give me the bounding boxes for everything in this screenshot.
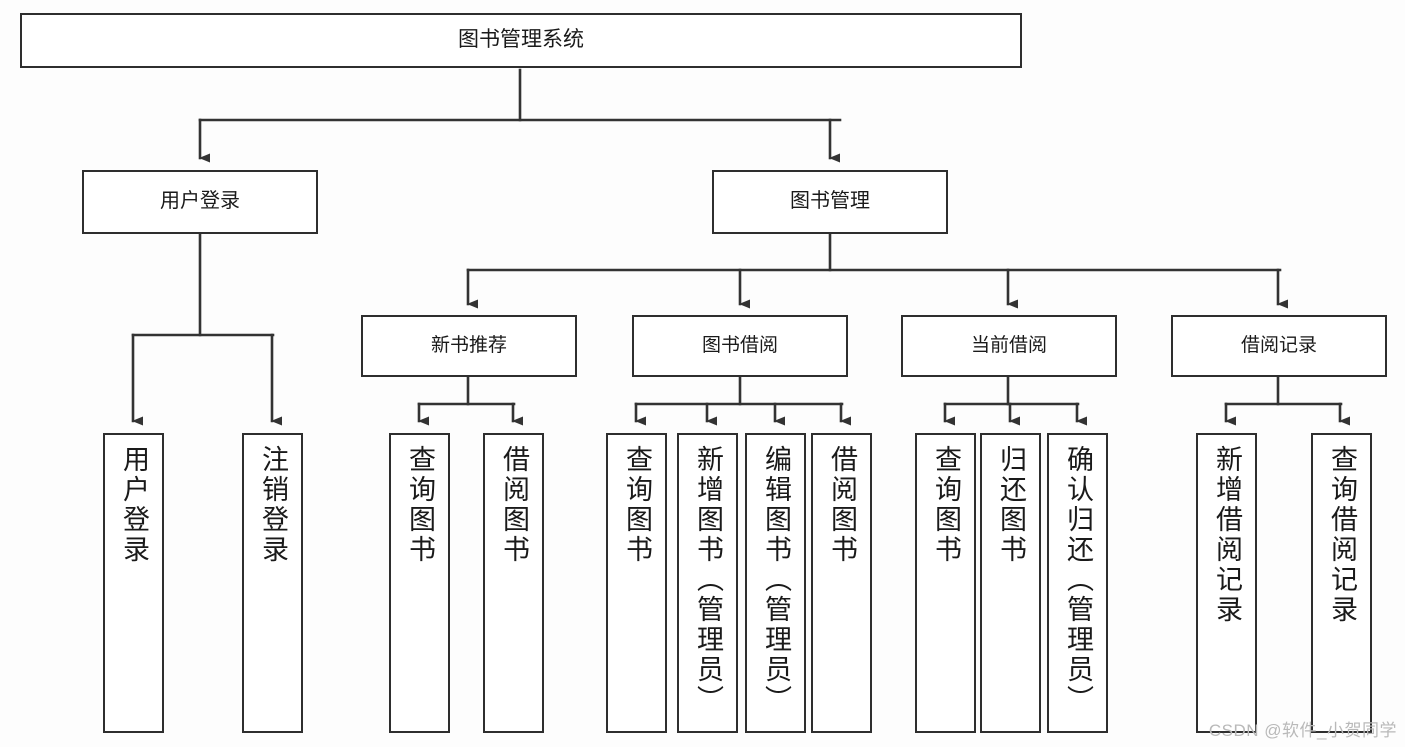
node-label: 借阅图书	[827, 445, 857, 565]
node-label: 当前借阅	[970, 334, 1047, 356]
leaf-return-book[interactable]: 归还图书	[980, 433, 1041, 733]
leaf-borrow-book-new[interactable]: 借阅图书	[483, 433, 544, 733]
node-new-book-recommend[interactable]: 新书推荐	[361, 315, 577, 377]
leaf-borrow-book[interactable]: 借阅图书	[811, 433, 872, 733]
leaf-query-borrow-record[interactable]: 查询借阅记录	[1311, 433, 1372, 733]
leaf-confirm-return-admin[interactable]: 确认归还（管理员）	[1047, 433, 1108, 733]
node-label: 新书推荐	[430, 334, 507, 356]
node-label: 编辑图书（管理员）	[761, 445, 791, 715]
node-current-borrow[interactable]: 当前借阅	[901, 315, 1117, 377]
node-user-login[interactable]: 用户登录	[82, 170, 318, 234]
leaf-add-borrow-record[interactable]: 新增借阅记录	[1196, 433, 1257, 733]
node-label: 图书管理	[790, 190, 870, 213]
node-label: 确认归还（管理员）	[1063, 445, 1093, 715]
node-label: 新增图书（管理员）	[693, 445, 723, 715]
node-label: 借阅图书	[499, 445, 529, 565]
node-book-borrow[interactable]: 图书借阅	[632, 315, 848, 377]
node-label: 查询图书	[931, 445, 961, 565]
node-label: 查询借阅记录	[1327, 445, 1357, 625]
node-label: 新增借阅记录	[1212, 445, 1242, 625]
node-label: 借阅记录	[1240, 334, 1317, 356]
leaf-query-book-new[interactable]: 查询图书	[389, 433, 450, 733]
leaf-edit-book-admin[interactable]: 编辑图书（管理员）	[745, 433, 806, 733]
node-label: 归还图书	[996, 445, 1026, 565]
node-label: 注销登录	[258, 445, 288, 565]
leaf-logout[interactable]: 注销登录	[242, 433, 303, 733]
leaf-add-book-admin[interactable]: 新增图书（管理员）	[677, 433, 738, 733]
node-label: 图书借阅	[701, 334, 778, 356]
node-label: 用户登录	[119, 445, 149, 565]
node-book-management-system[interactable]: 图书管理系统	[20, 13, 1022, 68]
leaf-query-book-current[interactable]: 查询图书	[915, 433, 976, 733]
node-label: 用户登录	[160, 190, 240, 213]
node-label: 查询图书	[622, 445, 652, 565]
node-book-management[interactable]: 图书管理	[712, 170, 948, 234]
leaf-query-book-borrow[interactable]: 查询图书	[606, 433, 667, 733]
node-label: 查询图书	[405, 445, 435, 565]
leaf-user-login[interactable]: 用户登录	[103, 433, 164, 733]
node-label: 图书管理系统	[458, 28, 584, 52]
node-borrow-record[interactable]: 借阅记录	[1171, 315, 1387, 377]
